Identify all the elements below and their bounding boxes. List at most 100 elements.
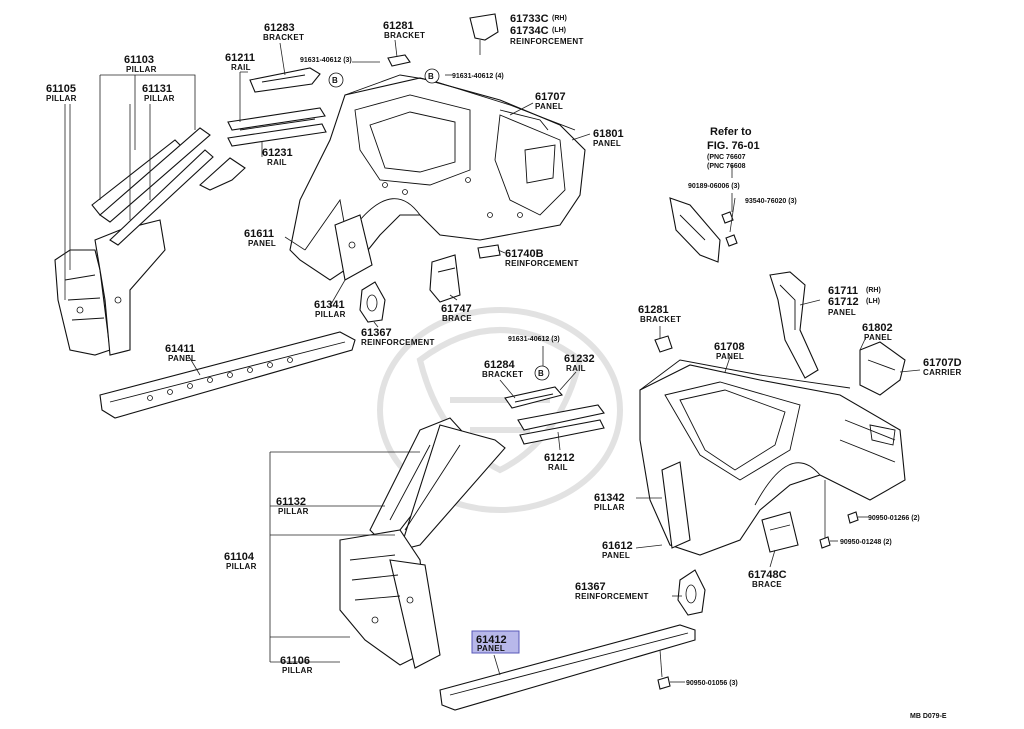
pillar-61342	[661, 461, 691, 549]
panel-61711	[769, 271, 819, 379]
label-61612: 61612 PANEL	[602, 540, 633, 560]
label-61131: 61131 PILLAR	[142, 83, 175, 103]
fastener-91631-b: 91631-40612 (4)	[452, 73, 504, 80]
part-number: 61281	[638, 304, 669, 316]
part-name: RAIL	[267, 158, 287, 167]
part-name: PILLAR	[594, 503, 625, 512]
part-number: 61341	[314, 299, 345, 311]
part-number: 61802	[862, 322, 893, 334]
part-name: PANEL	[168, 354, 196, 363]
side-tag: (LH)	[866, 298, 880, 305]
part-number: 61801	[593, 128, 624, 140]
part-number: 61367	[361, 327, 392, 339]
part-name: REINFORCEMENT	[505, 259, 579, 268]
side-tag: (RH)	[552, 15, 567, 22]
label-61367-top: 61367 REINFORCEMENT	[361, 327, 434, 347]
part-name: PILLAR	[278, 507, 309, 516]
fastener-91631-c: 91631-40612 (3)	[508, 336, 560, 343]
bracket-61283	[249, 67, 321, 93]
part-number: 61105	[46, 83, 76, 95]
part-name: RAIL	[548, 463, 568, 472]
side-tag: (RH)	[866, 287, 881, 294]
rocker-panel-61411	[99, 331, 356, 419]
refer-line: FIG. 76-01	[707, 140, 760, 152]
rail-61212	[517, 404, 605, 445]
part-number: 61104	[224, 551, 255, 563]
label-61747: 61747 BRACE	[441, 303, 472, 323]
bolt-letter: B	[428, 72, 434, 81]
part-name: PILLAR	[144, 94, 175, 103]
part-number: 61612	[602, 540, 633, 552]
part-number: 61411	[165, 343, 195, 355]
refer-line: Refer to	[710, 126, 752, 138]
part-number: 61708	[714, 341, 745, 353]
fastener-90950-b: 90950-01248 (2)	[840, 539, 892, 546]
fastener-90950-a: 90950-01266 (2)	[868, 515, 920, 522]
rail-61211	[227, 107, 327, 147]
label-61411: 61411 PANEL	[165, 343, 196, 363]
part-number: 61131	[142, 83, 172, 95]
part-name: PANEL	[716, 352, 744, 361]
label-61367-bottom: 61367 REINFORCEMENT	[575, 581, 649, 601]
part-name: PILLAR	[46, 94, 77, 103]
label-61740b: 61740B REINFORCEMENT	[505, 248, 579, 268]
part-name: PANEL	[864, 333, 892, 342]
reinforcement-61367-bottom	[677, 569, 706, 616]
fastener-93540: 93540-76020 (3)	[745, 198, 797, 205]
label-61281-top: 61281 BRACKET	[383, 20, 425, 40]
fastener-91631-a: 91631-40612 (3)	[300, 57, 352, 64]
bolt-letter: B	[332, 76, 338, 85]
part-name: REINFORCEMENT	[575, 592, 649, 601]
part-name: PANEL	[828, 308, 856, 317]
label-61105: 61105 PILLAR	[46, 83, 77, 103]
label-61284: 61284 BRACKET	[482, 359, 523, 379]
part-number: 61747	[441, 303, 472, 315]
part-name: BRACE	[752, 580, 782, 589]
part-number: 61707D	[923, 357, 962, 369]
part-number: 61733C	[510, 13, 549, 25]
part-name: BRACKET	[384, 31, 425, 40]
refer-pnc: (PNC 76608	[707, 163, 746, 170]
part-number: 61342	[594, 492, 625, 504]
part-number: 61748C	[748, 569, 787, 581]
fastener-90950-c: 90950-01056 (3)	[686, 680, 738, 687]
part-number: 61281	[383, 20, 414, 32]
fastener-90189: 90189-06006 (3)	[688, 183, 740, 190]
bracket-61281-top	[387, 54, 411, 67]
part-number: 61707	[535, 91, 566, 103]
label-61711: 61711 (RH) 61712 (LH) PANEL	[828, 285, 881, 317]
part-name: REINFORCEMENT	[510, 37, 584, 46]
part-name: PILLAR	[282, 666, 313, 675]
part-name: BRACKET	[263, 33, 304, 42]
bolt-letter: B	[538, 369, 544, 378]
label-61281-mid: 61281 BRACKET	[638, 304, 681, 324]
part-number: 61740B	[505, 248, 544, 260]
part-number: 61212	[544, 452, 575, 464]
part-name: PANEL	[477, 644, 505, 653]
part-number: 61734C	[510, 25, 549, 37]
label-61802: 61802 PANEL	[862, 322, 893, 342]
label-61132: 61132 PILLAR	[276, 496, 309, 516]
reinforcement-61367-top	[359, 281, 386, 323]
part-name: PILLAR	[126, 65, 157, 74]
part-number: 61711	[828, 285, 858, 297]
part-name: BRACKET	[482, 370, 523, 379]
part-name: BRACE	[442, 314, 472, 323]
part-name: PILLAR	[226, 562, 257, 571]
pillar-61104-group	[339, 417, 506, 669]
part-name: PANEL	[248, 239, 276, 248]
label-61611: 61611 PANEL	[244, 228, 276, 248]
part-number: 61284	[484, 359, 515, 371]
label-61104: 61104 PILLAR	[224, 551, 257, 571]
label-61103: 61103 PILLAR	[124, 54, 157, 74]
label-61748c: 61748C BRACE	[748, 569, 787, 589]
label-61106: 61106 PILLAR	[280, 655, 313, 675]
part-number: 61132	[276, 496, 306, 508]
part-number: 61412	[476, 634, 507, 646]
brace-61748c	[761, 511, 799, 553]
label-61708: 61708 PANEL	[714, 341, 745, 361]
part-name: PANEL	[593, 139, 621, 148]
quarter-panel-61612	[639, 359, 906, 556]
label-61341: 61341 PILLAR	[314, 299, 345, 319]
label-61733c: 61733C (RH) 61734C (LH) REINFORCEMENT	[510, 13, 584, 46]
